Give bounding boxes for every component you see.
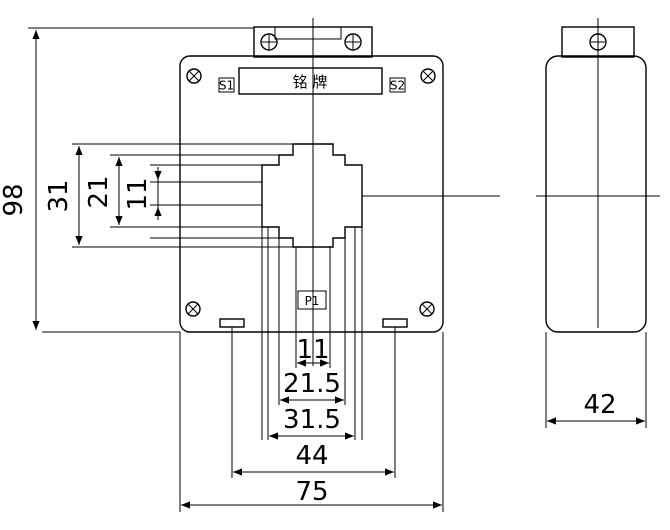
- screw-right-icon: [344, 33, 362, 51]
- corner-screw-tl-icon: [186, 68, 202, 84]
- dim-75-text: 75: [295, 477, 328, 507]
- terminal-s1-label: S1: [219, 79, 234, 93]
- dim-11-text: 11: [296, 335, 329, 365]
- corner-screw-bl-icon: [185, 301, 201, 317]
- dim-42-text: 42: [583, 390, 616, 420]
- terminal-s2-label: S2: [390, 79, 405, 93]
- screw-left-icon: [260, 33, 278, 51]
- corner-screw-br-icon: [419, 301, 435, 317]
- nameplate-frame: [238, 67, 383, 95]
- side-body-outline: [545, 55, 647, 333]
- terminal-p1-label: P1: [305, 294, 320, 308]
- dim-98-text: 98: [0, 183, 29, 216]
- dim-21-text: 21: [84, 175, 114, 208]
- front-body-outline: [179, 55, 444, 333]
- dim-21-5-text: 21.5: [283, 369, 341, 399]
- dim-31-5-text: 31.5: [283, 405, 341, 435]
- dim-31-text: 31: [44, 179, 74, 212]
- mount-slot-right: [382, 318, 408, 328]
- corner-screw-tr-icon: [420, 68, 436, 84]
- dim-11-vertical-text: 11: [123, 177, 153, 210]
- nameplate-label: 铭 牌: [293, 73, 328, 91]
- front-view: 铭 牌 S1 S2: [0, 18, 500, 512]
- dim-44-text: 44: [295, 441, 328, 471]
- side-view: 42: [536, 18, 660, 428]
- busbar-opening-outline: [261, 143, 363, 248]
- mount-slot-left: [219, 318, 245, 328]
